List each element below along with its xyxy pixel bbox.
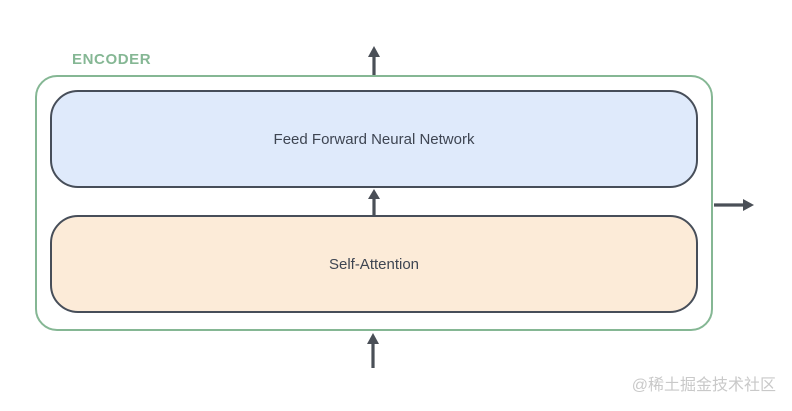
- self-attention-box: Self-Attention: [50, 215, 698, 313]
- feed-forward-label: Feed Forward Neural Network: [273, 130, 475, 148]
- side-output-arrow-right-icon: [714, 197, 754, 213]
- watermark-text: @稀土掘金技术社区: [631, 377, 776, 394]
- encoder-title: ENCODER: [72, 51, 152, 68]
- self-attention-label: Self-Attention: [328, 255, 420, 273]
- inter-layer-arrow-up-icon: [366, 189, 382, 216]
- input-arrow-up-icon: [365, 333, 381, 368]
- feed-forward-box: Feed Forward Neural Network: [50, 90, 698, 188]
- encoder-container-box: [35, 75, 713, 331]
- output-arrow-up-icon: [366, 46, 382, 76]
